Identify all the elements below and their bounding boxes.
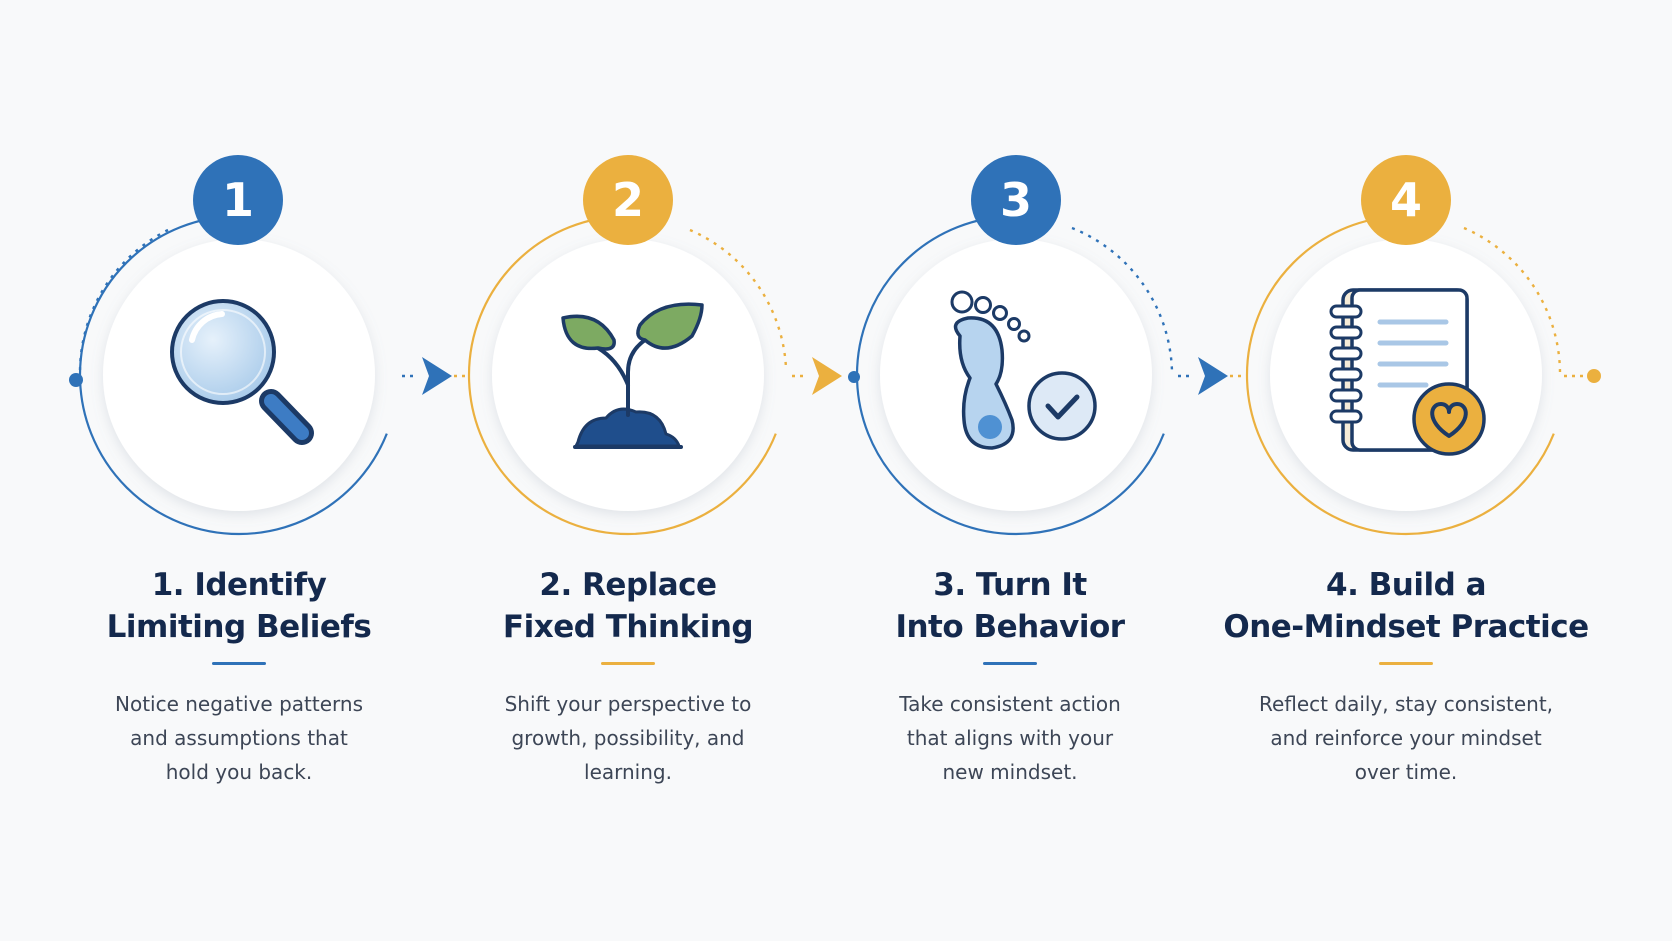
step-2-description: Shift your perspective to growth, possib… [433,687,823,789]
step-4-desc-line-3: over time. [1354,760,1458,784]
step-2-divider [601,662,655,665]
step-3-number-badge-disc [971,155,1061,245]
step-3-desc-line-3: new mindset. [942,760,1078,784]
step-3-text: 3. Turn It Into Behavior Take consistent… [815,564,1205,789]
step-1-number-badge-disc [193,155,283,245]
step-3-desc-line-2: that aligns with your [906,726,1114,750]
step-2-text: 2. Replace Fixed Thinking Shift your per… [433,564,823,789]
arrow-right-icon [422,357,452,395]
step-2: 2 [467,155,789,536]
step-1-number-badge: 1 [222,173,254,227]
step-2-number-badge-disc [583,155,673,245]
step-4-end-dot [1587,369,1601,383]
step-4-number-badge: 4 [1390,173,1422,227]
connector-2-3 [792,357,860,395]
step-3: 3 [855,155,1177,536]
magnifying-glass-icon [170,299,314,445]
step-4-title: 4. Build a One-Mindset Practice [1208,564,1604,648]
arrow-right-icon [1198,357,1228,395]
sprout-icon [561,302,704,449]
step-4-number-badge-disc [1361,155,1451,245]
step-4-text: 4. Build a One-Mindset Practice Reflect … [1208,564,1604,789]
step-4: 4 [1245,155,1601,536]
step-1: 1 [69,155,400,536]
arrow-right-icon [812,357,842,395]
step-4-title-line-2: One-Mindset Practice [1223,609,1589,645]
step-1-text: 1. Identify Limiting Beliefs Notice nega… [44,564,434,789]
step-1-start-dot [69,373,83,387]
step-1-desc-line-3: hold you back. [165,760,313,784]
step-1-title: 1. Identify Limiting Beliefs [44,564,434,648]
step-2-title-line-2: Fixed Thinking [502,609,754,645]
step-4-description: Reflect daily, stay consistent, and rein… [1208,687,1604,789]
step-4-title-line-1: 4. Build a [1326,567,1487,603]
step-1-title-line-2: Limiting Beliefs [106,609,372,645]
step-2-title-line-1: 2. Replace [539,567,717,603]
footprint-check-icon [950,290,1097,450]
connector-3-4 [1178,357,1246,395]
step-2-dotted-arc [689,228,788,369]
journal-heart-icon [1329,288,1486,456]
step-2-number-badge: 2 [612,173,644,227]
step-4-divider [1379,662,1433,665]
step-1-desc-line-1: Notice negative patterns [115,692,363,716]
step-2-desc-line-2: growth, possibility, and [511,726,745,750]
step-3-dotted-arc [1071,226,1174,373]
step-1-description: Notice negative patterns and assumptions… [44,687,434,789]
step-3-number-badge: 3 [1000,173,1032,227]
step-1-title-line-1: 1. Identify [151,567,327,603]
step-3-divider [983,662,1037,665]
step-3-inner-disc [880,239,1152,511]
step-1-divider [212,662,266,665]
step-2-desc-line-1: Shift your perspective to [504,692,752,716]
step-3-title-line-1: 3. Turn It [933,567,1087,603]
connector-1-2 [402,357,468,395]
step-4-desc-line-1: Reflect daily, stay consistent, [1258,692,1554,716]
step-3-title: 3. Turn It Into Behavior [815,564,1205,648]
step-4-dotted-arc [1463,226,1562,373]
step-4-desc-line-2: and reinforce your mindset [1270,726,1542,750]
step-2-title: 2. Replace Fixed Thinking [433,564,823,648]
step-3-title-line-2: Into Behavior [895,609,1125,645]
step-3-description: Take consistent action that aligns with … [815,687,1205,789]
step-1-desc-line-2: and assumptions that [130,726,348,750]
step-3-desc-line-1: Take consistent action [899,692,1121,716]
step-2-desc-line-3: learning. [584,760,672,784]
